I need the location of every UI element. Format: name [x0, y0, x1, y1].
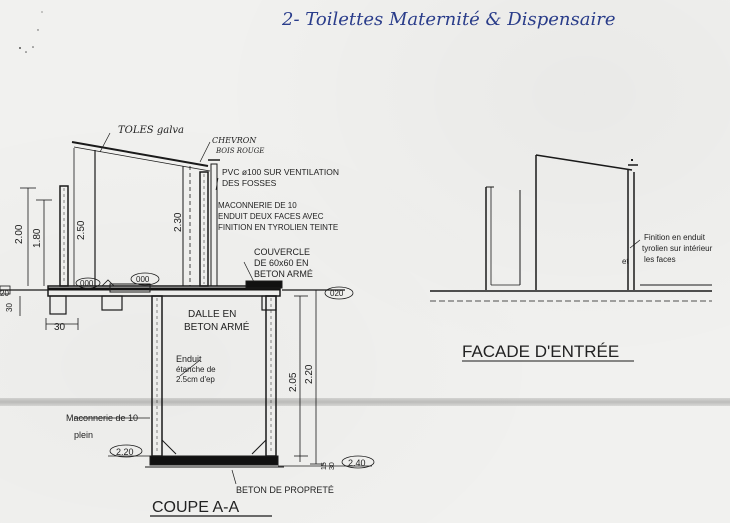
- dim-30: 30: [54, 322, 66, 333]
- label-pvc-2: DES FOSSES: [222, 178, 277, 188]
- facade-labels: Finition en enduit tyrolien sur intérieu…: [462, 233, 713, 361]
- level-020: 020: [330, 289, 344, 298]
- facade-note-3: les faces: [644, 255, 676, 264]
- roof-sheet-line: [71, 141, 209, 167]
- dim-small-30: 30: [329, 462, 336, 470]
- pvc-pipe: [210, 163, 218, 287]
- label-mac10-2: ENDUIT DEUX FACES AVEC: [218, 212, 324, 221]
- label-dalle-1: DALLE EN: [188, 309, 236, 320]
- label-mac10-1: MACONNERIE DE 10: [218, 201, 297, 210]
- section-dimensions: 2.00 1.80 2.50 2.30 2.05 2.20 30 20 30 0…: [0, 212, 366, 470]
- left-footing: [49, 295, 67, 315]
- section-labels: TOLES galva CHEVRON BOIS ROUGE PVC ø100 …: [66, 125, 339, 516]
- dim-small-15: 15: [321, 462, 328, 470]
- label-couvercle-2: DE 60x60 EN: [254, 258, 309, 268]
- dim-20: 20: [0, 289, 9, 298]
- section-title: COUPE A-A: [152, 499, 239, 516]
- facade-note-et: et: [622, 257, 629, 266]
- facade-drawing: [430, 154, 712, 362]
- facade-note-1: Finition en enduit: [644, 233, 706, 242]
- label-couvercle-3: BETON ARMÉ: [254, 269, 313, 279]
- label-enduit-1: Enduit: [176, 354, 202, 364]
- dim-2-50: 2.50: [76, 220, 87, 240]
- facade-title: FACADE D'ENTRÉE: [462, 342, 619, 361]
- label-dalle-2: BETON ARMÉ: [184, 320, 250, 333]
- label-mac-plein-1: Maconnerie de 10: [66, 413, 138, 423]
- dim-2-00: 2.00: [14, 224, 25, 244]
- label-mac-plein-2: plein: [74, 430, 93, 440]
- dim-2-30: 2.30: [173, 212, 184, 232]
- label-enduit-3: 2.5cm d'ep: [176, 375, 215, 384]
- dim-2-20: 2.20: [304, 364, 315, 384]
- pit-base-slab: [149, 455, 279, 466]
- handwritten-title: 2- Toilettes Maternité & Dispensaire: [282, 9, 616, 30]
- facade-roof-line: [535, 154, 633, 171]
- couvercle-slab: [245, 280, 283, 289]
- label-couvercle-1: COUVERCLE: [254, 247, 310, 257]
- level-2-40: 2.40: [348, 458, 366, 468]
- label-mac10-3: FINITION EN TYROLIEN TEINTE: [218, 223, 338, 232]
- dim-2-05: 2.05: [288, 372, 299, 392]
- label-beton-proprete: BETON DE PROPRETÉ: [236, 485, 334, 495]
- level-000-b: 000: [136, 275, 150, 284]
- label-chevron: CHEVRON: [212, 136, 257, 145]
- facade-note-2: tyrolien sur intérieur: [642, 244, 713, 253]
- level-2-20: 2.20: [116, 447, 134, 457]
- label-enduit-2: étanche de: [176, 365, 216, 374]
- section-coupe-aa: [0, 132, 375, 517]
- label-toles: TOLES galva: [118, 125, 184, 136]
- scan-fold-line: [0, 398, 730, 406]
- label-pvc-1: PVC ø100 SUR VENTILATION: [222, 167, 339, 177]
- dim-30-left: 30: [5, 303, 14, 312]
- label-bois-rouge: BOIS ROUGE: [215, 147, 264, 155]
- floor-slab: [47, 285, 281, 297]
- dim-1-80: 1.80: [32, 228, 43, 248]
- level-000-a: 000: [80, 279, 94, 288]
- scan-specks: [19, 11, 43, 53]
